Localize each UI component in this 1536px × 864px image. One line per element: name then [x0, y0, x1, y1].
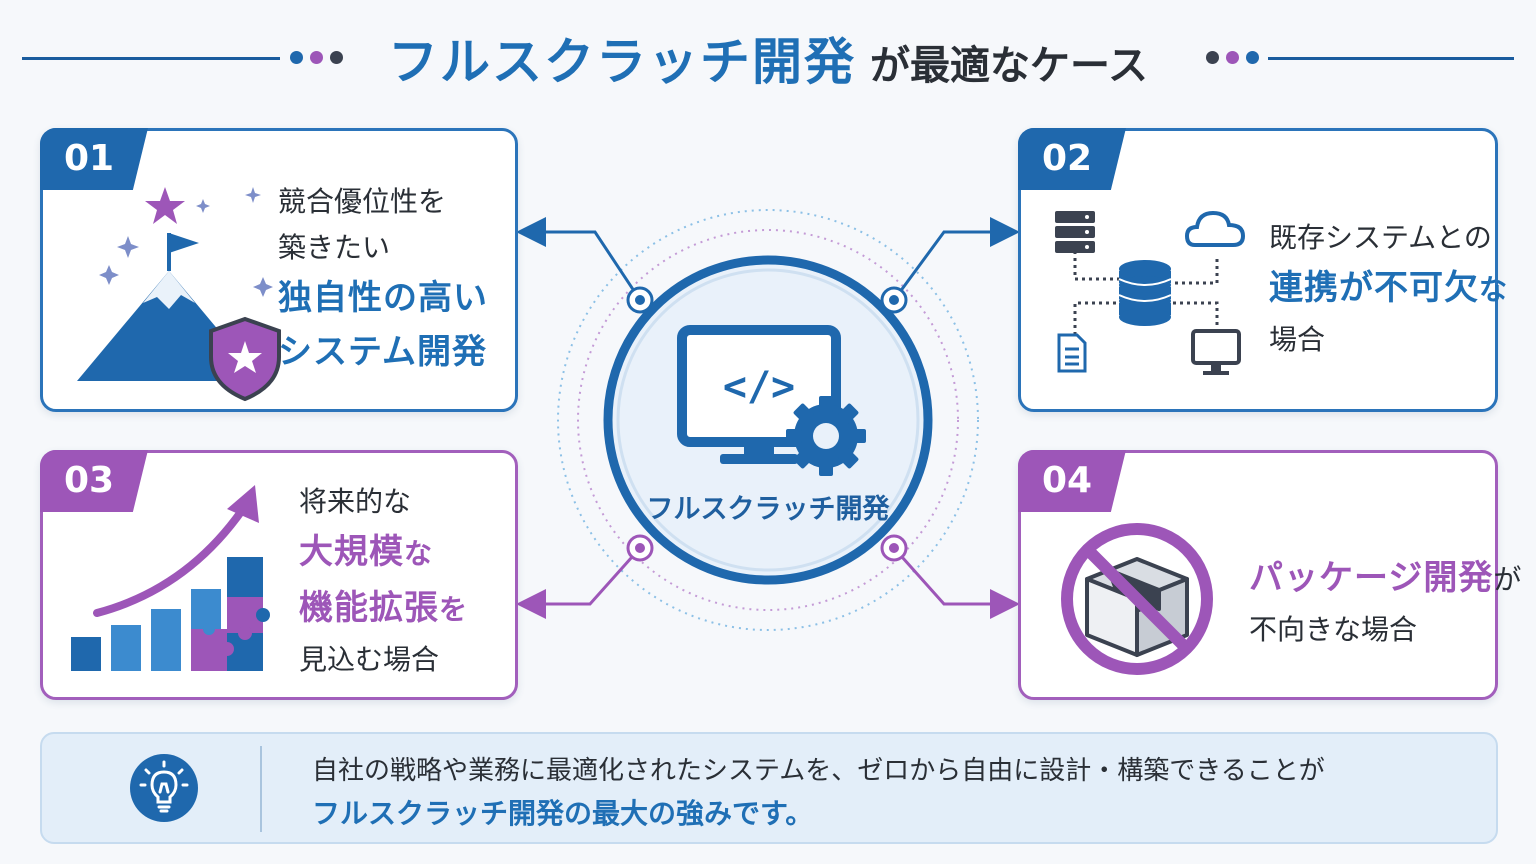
card-03-text: 将来的な 大規模な 機能拡張を 見込む場合: [299, 479, 467, 683]
node-bottom-left: [626, 534, 654, 562]
node-bottom-right: [880, 534, 908, 562]
title-main: フルスクラッチ開発: [388, 33, 856, 91]
title-suffix: が最適なケース: [870, 43, 1148, 89]
card-04-highlight: パッケージ開発: [1249, 558, 1494, 598]
growth-chart-puzzle-icon: [71, 485, 270, 671]
card-03-highlight2-suffix: を: [439, 593, 468, 626]
card-01-text: 競合優位性を 築きたい 独自性の高い システム開発: [278, 179, 488, 379]
page-title: フルスクラッチ開発が最適なケース: [0, 22, 1536, 94]
card-03-highlight1: 大規模: [299, 532, 404, 572]
connector-to-card-02: [892, 217, 1020, 301]
card-03-highlight2: 機能拡張: [299, 588, 439, 628]
lightbulb-icon: [130, 754, 198, 822]
summary-divider: [260, 746, 262, 832]
card-02-line3: 場合: [1269, 323, 1326, 356]
connector-to-card-01: [516, 217, 642, 301]
card-01: 01 競合優位性を 築きたい 独自性の高い システム開発: [40, 128, 518, 412]
card-04-text: パッケージ開発が 不向きな場合: [1249, 551, 1521, 653]
card-number-badge: 04: [1018, 450, 1126, 512]
card-04-highlight-suffix: が: [1493, 563, 1522, 596]
node-top-left: [626, 286, 654, 314]
node-top-right: [880, 286, 908, 314]
svg-text:</>: </>: [723, 364, 795, 410]
mountain-flag-shield-icon: [77, 187, 281, 402]
connector-to-card-04: [892, 547, 1020, 619]
card-01-line2: 築きたい: [278, 231, 391, 264]
title-dots-right: [1206, 51, 1259, 64]
card-number-badge: 01: [40, 128, 148, 190]
card-01-highlight1: 独自性の高い: [278, 278, 488, 318]
title-rule-right: [1268, 57, 1514, 60]
card-02-line1: 既存システムとの: [1269, 221, 1492, 254]
summary-line2: フルスクラッチ開発の最大の強みです。: [312, 797, 814, 830]
card-number-badge: 03: [40, 450, 148, 512]
card-03-line4: 見込む場合: [299, 643, 440, 676]
middle-dotted-ring: [577, 229, 959, 611]
card-03-highlight1-suffix: な: [404, 537, 433, 570]
card-01-highlight2: システム開発: [278, 332, 487, 372]
database-network-icon: [1055, 210, 1246, 375]
no-package-icon: [1061, 523, 1213, 675]
title-dots-left: [290, 51, 343, 64]
card-02-highlight-suffix: な: [1479, 273, 1508, 306]
summary-bar: 自社の戦略や業務に最適化されたシステムを、ゼロから自由に設計・構築できることが …: [40, 732, 1498, 844]
card-02: 02 既存シス: [1018, 128, 1507, 412]
card-02-highlight: 連携が不可欠: [1269, 268, 1479, 308]
connector-to-card-03: [516, 547, 642, 619]
card-02-text: 既存システムとの 連携が不可欠な 場合: [1269, 215, 1507, 363]
center-label: フルスクラッチ開発: [646, 494, 890, 525]
card-03-line1: 将来的な: [299, 485, 412, 518]
card-04: 04 パッケージ開発が 不向きな場合: [1018, 450, 1521, 700]
title-rule-left: [22, 57, 280, 60]
outer-dotted-ring: [557, 209, 979, 631]
card-03: 03 将来的な 大規模な 機能拡張を 見込む場合: [40, 450, 518, 700]
monitor-code-gear-icon: </>: [677, 325, 866, 476]
summary-line1: 自社の戦略や業務に最適化されたシステムを、ゼロから自由に設計・構築できることが: [312, 756, 1325, 786]
card-number-badge: 02: [1018, 128, 1126, 190]
card-04-line2: 不向きな場合: [1249, 613, 1418, 646]
card-01-line1: 競合優位性を: [278, 185, 447, 218]
